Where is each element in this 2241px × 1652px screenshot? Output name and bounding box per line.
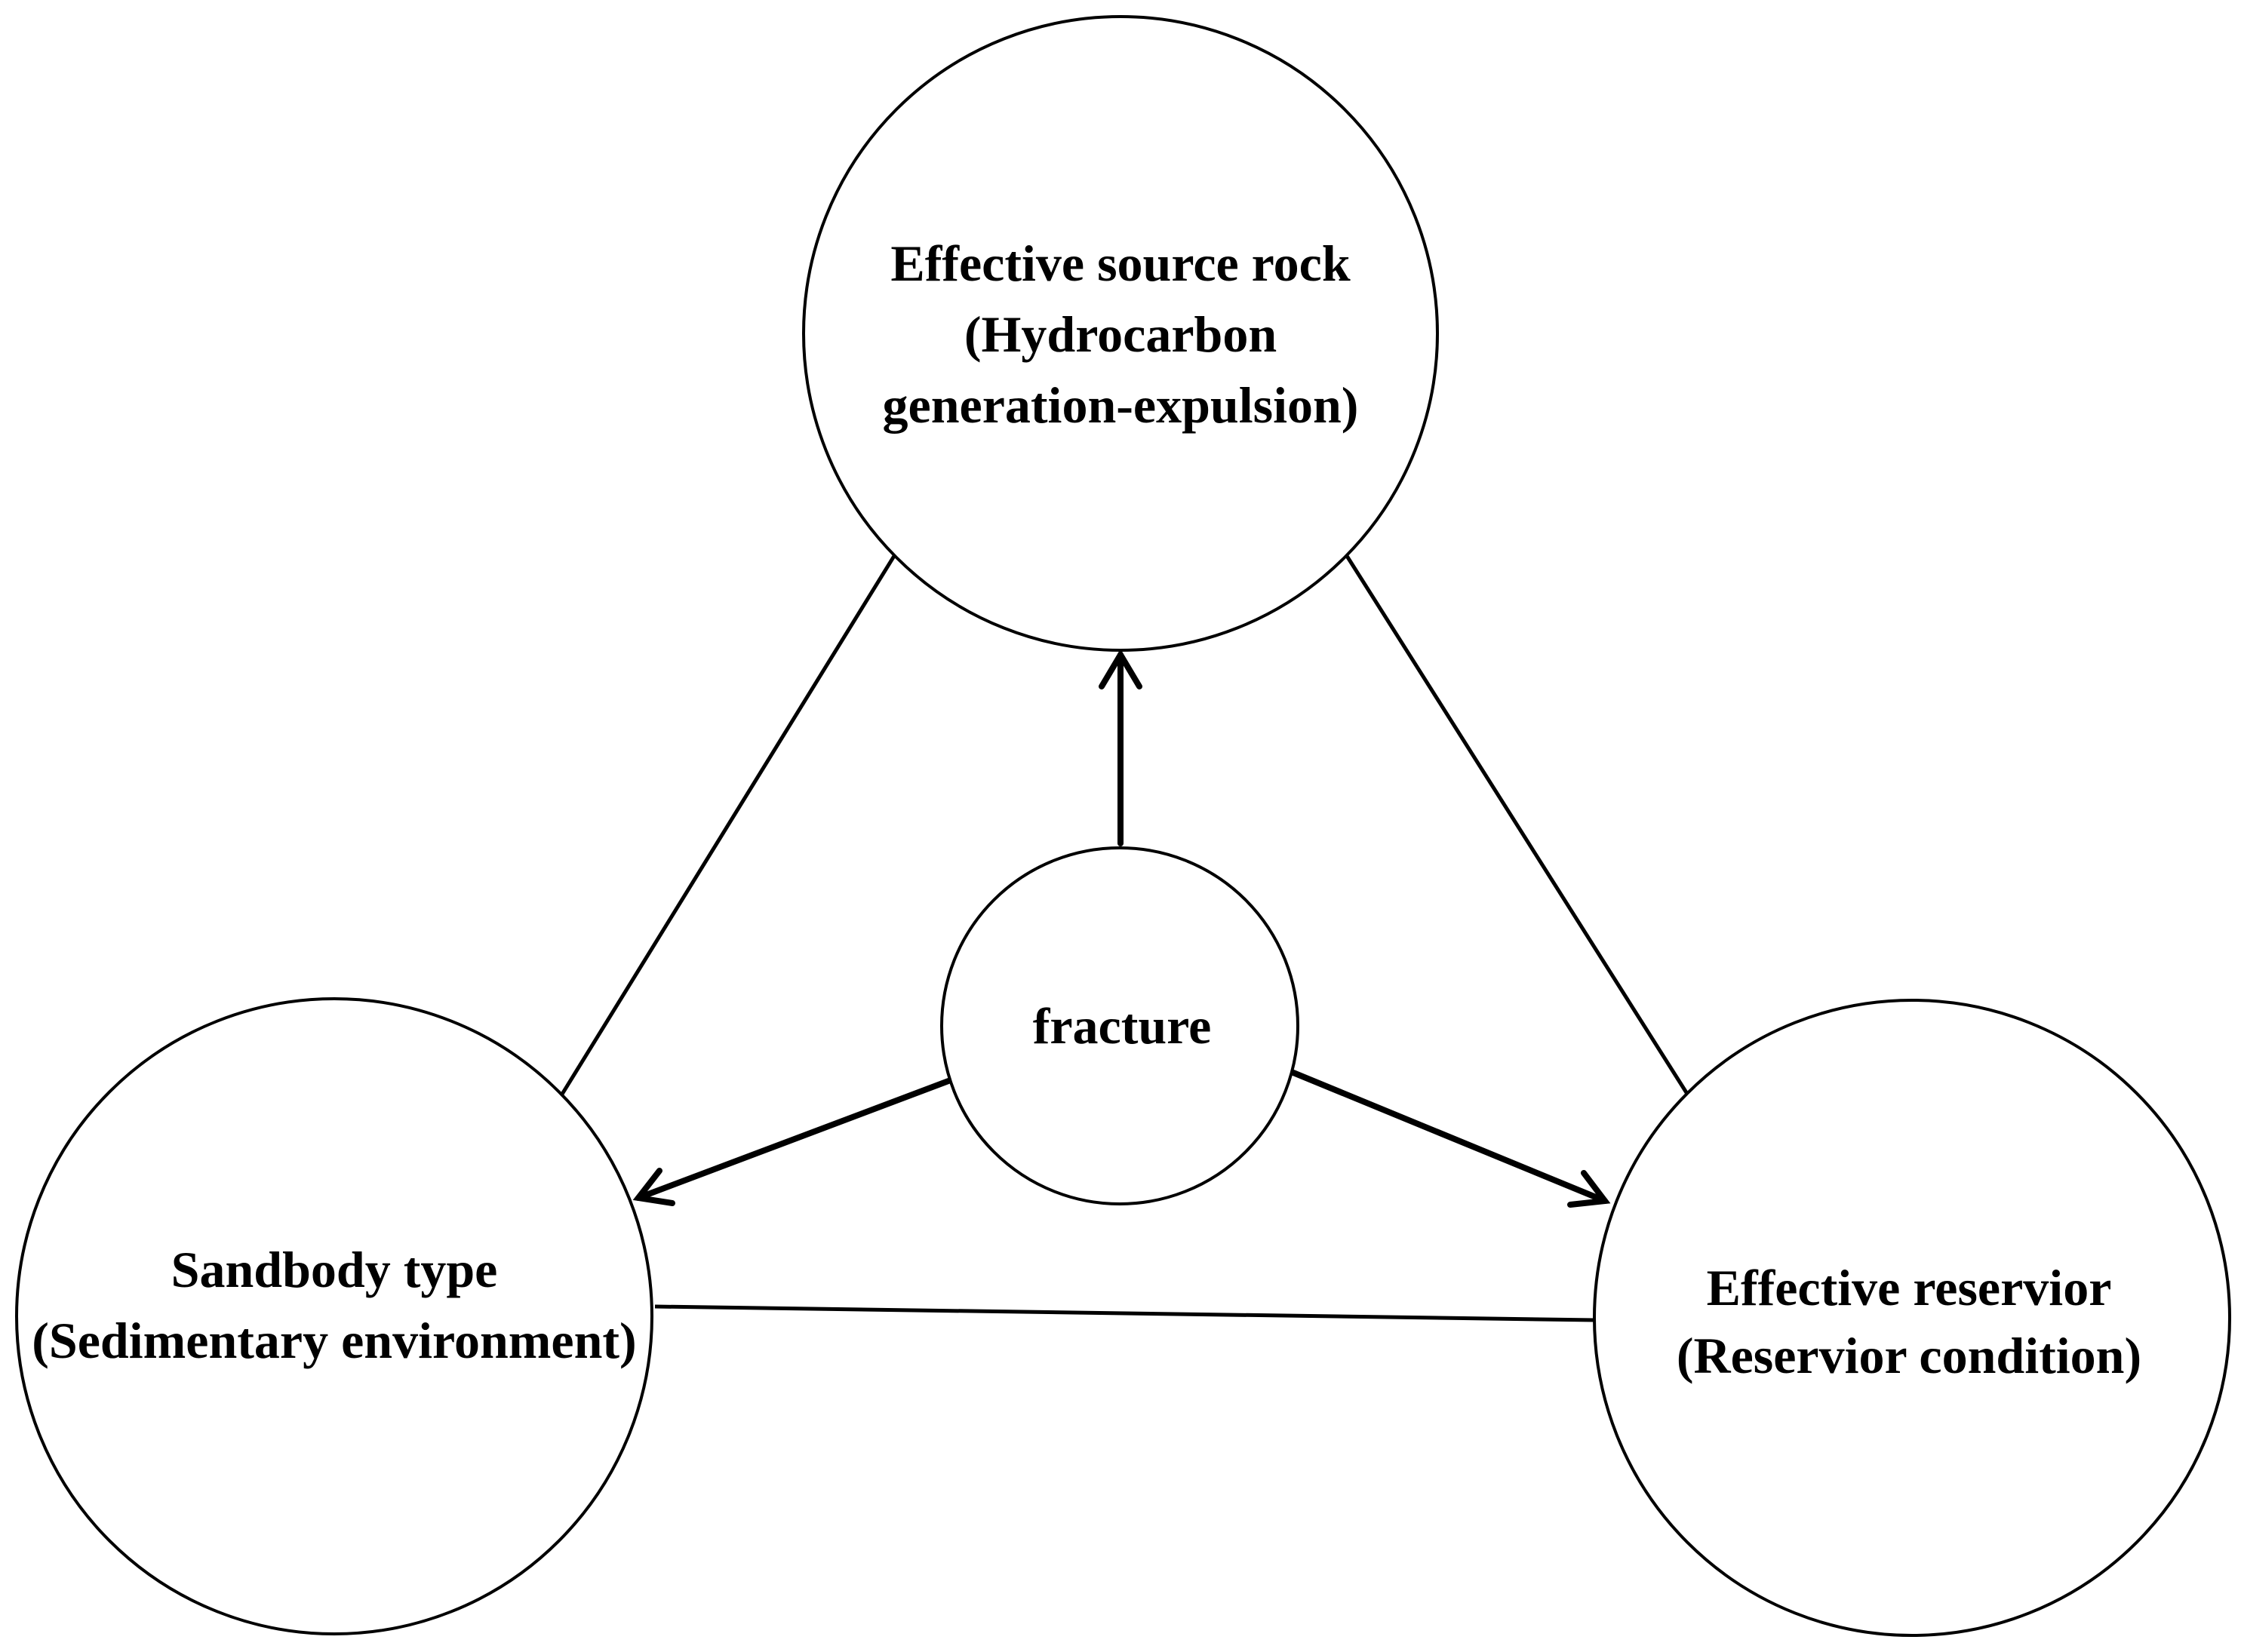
node-sandbody-type: Sandbody type (Sedimentary environment) bbox=[15, 997, 653, 1635]
edge-sandbody-to-reservoir bbox=[654, 1304, 1596, 1322]
source-rock-circle bbox=[802, 15, 1439, 652]
reservoir-title: Effective reservior bbox=[1707, 1259, 2112, 1316]
arrow-fracture-to-source-rock bbox=[1099, 649, 1142, 846]
reservoir-circle bbox=[1593, 999, 2231, 1637]
arrow-fracture-to-sandbody bbox=[632, 1078, 951, 1206]
sandbody-title: Sandbody type bbox=[171, 1241, 498, 1298]
fracture-label: fracture bbox=[1033, 997, 1212, 1055]
source-rock-subtitle-line2: generation-expulsion) bbox=[883, 376, 1359, 434]
edge-source-rock-to-sandbody bbox=[559, 554, 896, 1097]
source-rock-subtitle-line1: (Hydrocarbon bbox=[964, 306, 1277, 363]
arrow-fracture-to-reservoir bbox=[1290, 1070, 1611, 1208]
edge-source-rock-to-reservoir bbox=[1345, 554, 1689, 1095]
sandbody-circle bbox=[15, 997, 653, 1635]
sandbody-subtitle: (Sedimentary environment) bbox=[32, 1312, 636, 1369]
node-effective-reservoir: Effective reservior (Reservior condition… bbox=[1593, 999, 2231, 1637]
source-rock-title: Effective source rock bbox=[890, 235, 1350, 292]
reservoir-subtitle: (Reservior condition) bbox=[1677, 1327, 2141, 1384]
fracture-circle bbox=[940, 846, 1299, 1205]
node-fracture: fracture bbox=[940, 846, 1299, 1205]
node-effective-source-rock: Effective source rock (Hydrocarbon gener… bbox=[802, 15, 1439, 652]
